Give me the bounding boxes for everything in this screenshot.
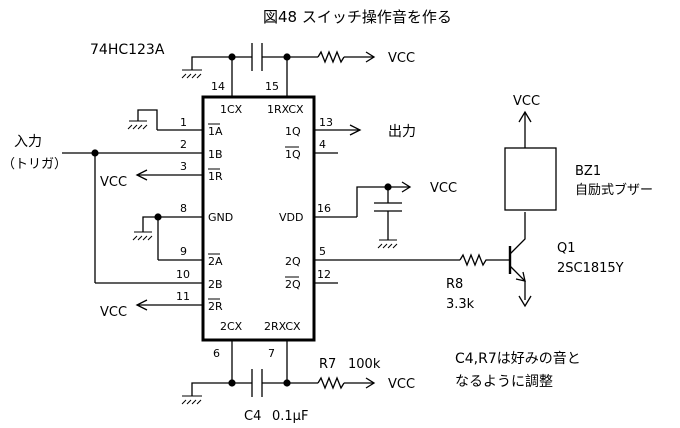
- c4-value: 0.1μF: [272, 409, 308, 424]
- pin-number-9: 9: [180, 245, 187, 258]
- pin-number-15: 15: [265, 80, 279, 93]
- junction-dot: [384, 183, 392, 191]
- pin-name-2B: 2B: [208, 278, 223, 291]
- pin-number-13: 13: [319, 116, 333, 129]
- bz1-ref: BZ1: [575, 164, 601, 179]
- ic-body: [201, 95, 316, 342]
- vcc-label-pin11: VCC: [100, 305, 127, 320]
- vcc-label-top: VCC: [388, 51, 415, 66]
- buzzer-vcc-arrow: [518, 110, 532, 123]
- vcc-label-bottom: VCC: [388, 377, 415, 392]
- right-pin-leads: [314, 124, 460, 284]
- pin-name-VDD: VDD: [279, 211, 303, 224]
- vdd-decoupling: [356, 181, 412, 249]
- pin-number-16: 16: [317, 202, 331, 215]
- resistor-top: [317, 50, 345, 64]
- transistor-q1: [508, 212, 532, 308]
- gnd-wire: [142, 216, 158, 232]
- top-timing-network: [181, 43, 376, 97]
- left-pin-leads: [95, 129, 203, 311]
- pin-number-7: 7: [268, 347, 275, 360]
- ic-part-number: 74HC123A: [90, 42, 165, 58]
- junction-dot: [154, 213, 162, 221]
- r8-value: 3.3k: [446, 297, 475, 312]
- pin1-ground-wire: [137, 109, 158, 130]
- c4-ref: C4: [244, 409, 261, 424]
- pin-name-1A: 1A: [208, 125, 223, 138]
- r7-value: 100k: [348, 357, 381, 372]
- pin-name-2Q: 2Q: [285, 255, 301, 268]
- pin-name-1R: 1R: [208, 170, 223, 183]
- junction-dot: [228, 379, 236, 387]
- output-label: 出力: [388, 124, 416, 140]
- pin-name-2Qbar: 2Q: [285, 278, 301, 291]
- pin-name-1RXCX: 1RXCX: [267, 103, 304, 116]
- pin-name-1B: 1B: [208, 148, 223, 161]
- pin-number-11: 11: [176, 290, 190, 303]
- pin-name-1Qbar: 1Q: [285, 148, 301, 161]
- pin-number-1: 1: [180, 116, 187, 129]
- pin-number-12: 12: [317, 268, 331, 281]
- pin-number-3: 3: [180, 160, 187, 173]
- ground-symbol: [132, 231, 153, 241]
- pin-name-1Q: 1Q: [285, 125, 301, 138]
- pin-number-6: 6: [213, 347, 220, 360]
- pin-number-4: 4: [319, 138, 326, 151]
- pin-number-5: 5: [319, 245, 326, 258]
- trigger-label: （トリガ）: [2, 157, 67, 172]
- pin-number-10: 10: [176, 268, 190, 281]
- pin-name-2RXCX: 2RXCX: [264, 320, 301, 333]
- junction-dot: [283, 53, 291, 61]
- pin-number-2: 2: [180, 138, 187, 151]
- input-label: 入力: [14, 134, 42, 150]
- bz1-desc: 自励式ブザー: [575, 182, 653, 198]
- resistor-r8: [459, 253, 510, 267]
- note-line-2: なるように調整: [455, 374, 553, 390]
- pin-name-2CX: 2CX: [220, 320, 243, 333]
- vcc-label-vdd: VCC: [430, 181, 457, 196]
- note-line-1: C4,R7は好みの音と: [455, 350, 581, 367]
- junction-dot: [228, 53, 236, 61]
- vcc-label-pin3: VCC: [100, 175, 127, 190]
- r8-ref: R8: [446, 277, 463, 292]
- q1-part: 2SC1815Y: [557, 261, 624, 276]
- junction-dot: [91, 149, 99, 157]
- vcc-label-buzzer: VCC: [513, 94, 540, 109]
- input-wire: [62, 152, 96, 283]
- pin-name-2R: 2R: [208, 300, 223, 313]
- diagram-title: 図48 スイッチ操作音を作る: [263, 8, 452, 26]
- pin-name-1CX: 1CX: [220, 103, 243, 116]
- bottom-timing-network: [181, 340, 376, 405]
- pin-name-GND: GND: [208, 211, 233, 224]
- ground-symbol: [127, 120, 148, 130]
- buzzer-bz1: [504, 147, 557, 211]
- pin-number-8: 8: [180, 202, 187, 215]
- r7-ref: R7: [319, 357, 336, 372]
- junction-dot: [283, 379, 291, 387]
- pin-number-14: 14: [211, 80, 225, 93]
- pin-name-2A: 2A: [208, 255, 223, 268]
- resistor-r7: [317, 376, 345, 390]
- q1-ref: Q1: [557, 241, 576, 256]
